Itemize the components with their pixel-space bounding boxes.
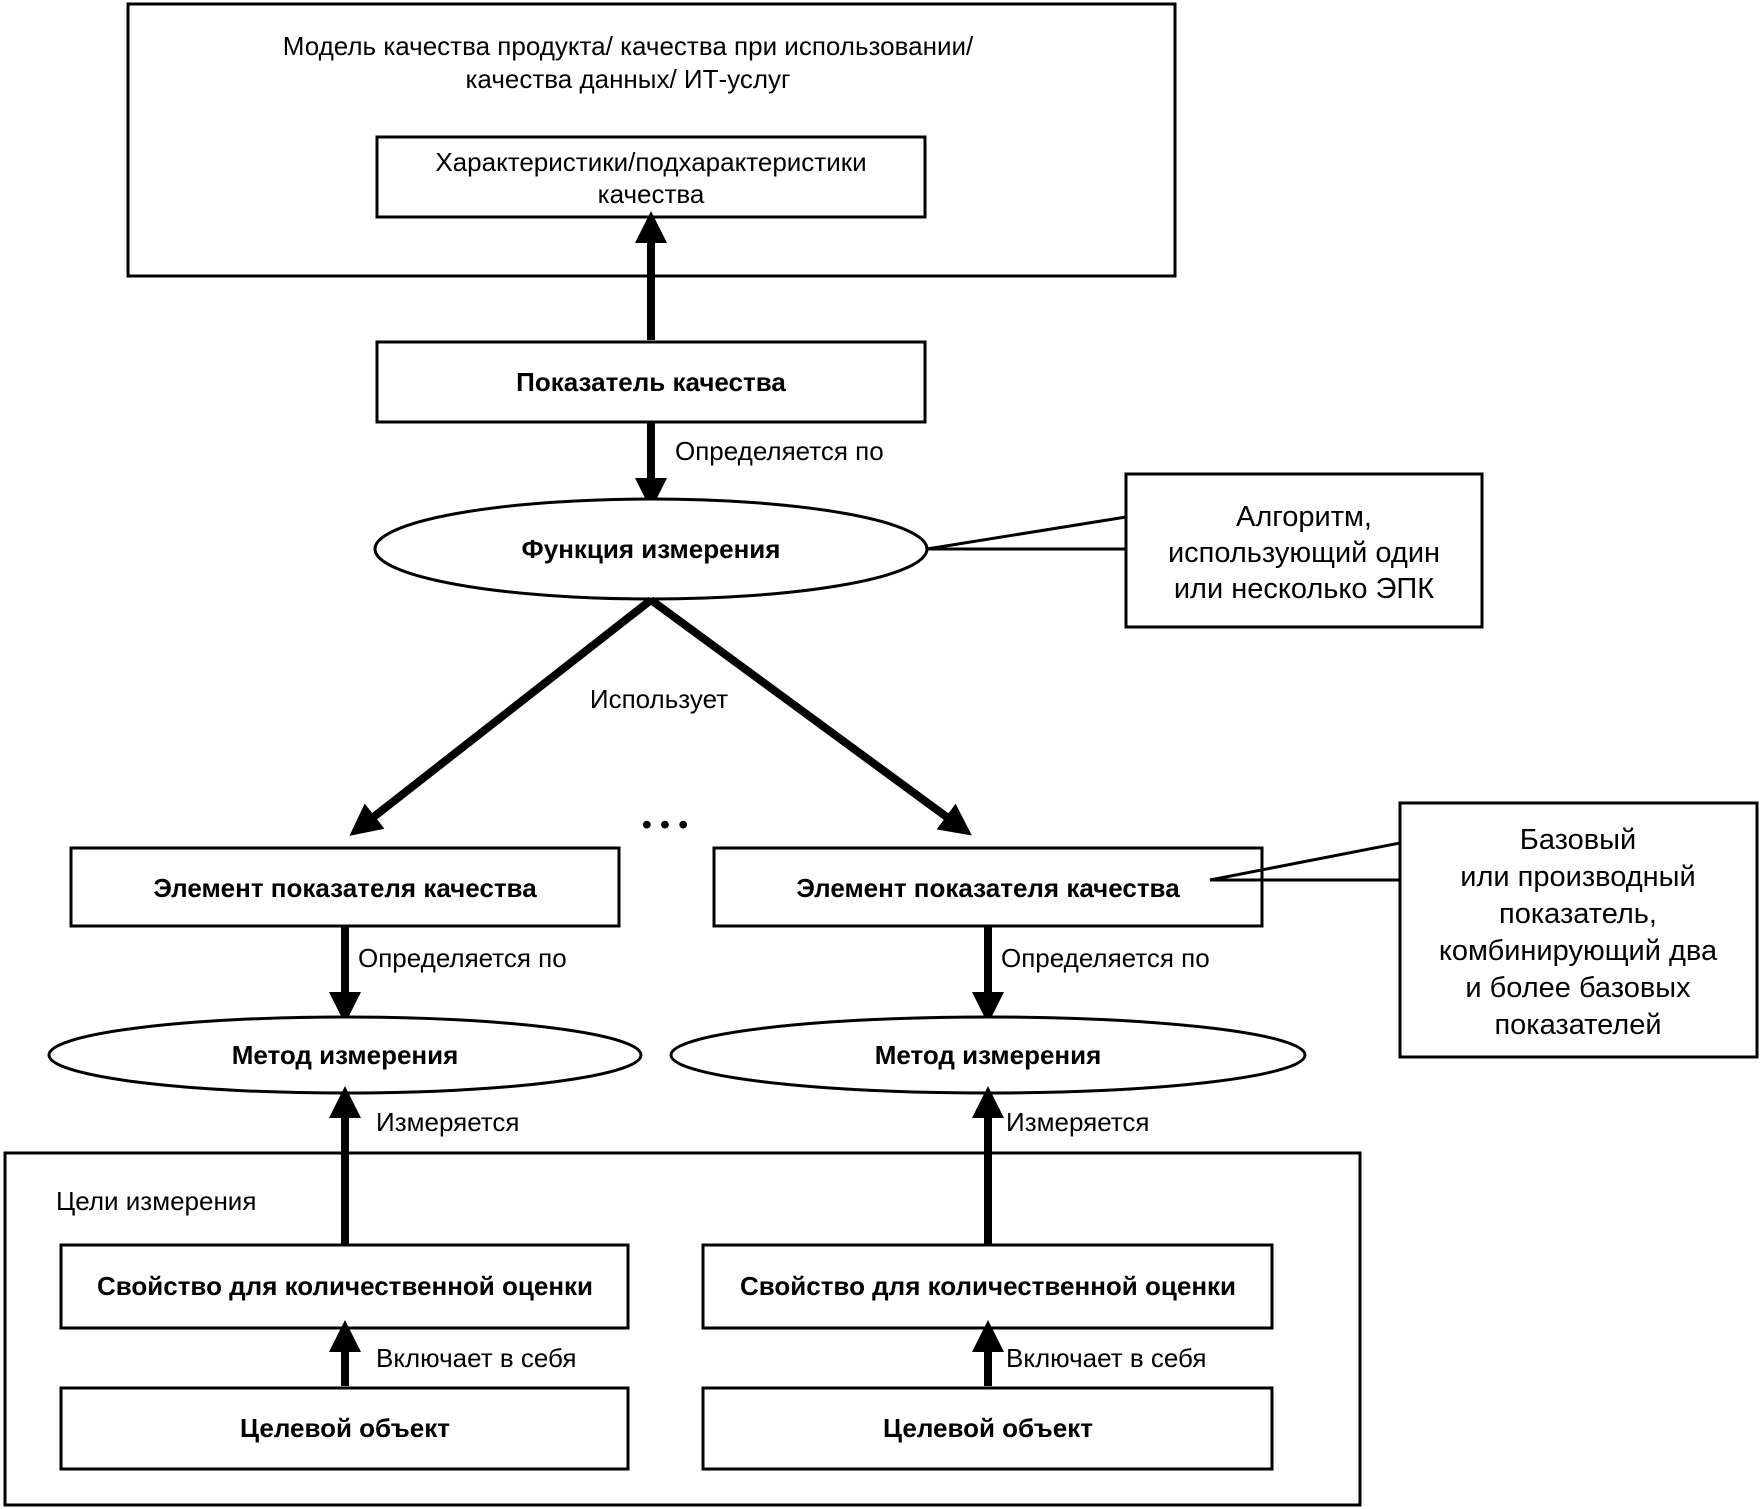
property-right-label: Свойство для количественной оценки xyxy=(740,1271,1236,1301)
measurement-method-left: Метод измерения xyxy=(47,1015,643,1095)
target-object-box-right: Целевой объект xyxy=(701,1386,1274,1471)
characteristics-line1: Характеристики/подхарактеристики xyxy=(435,147,866,177)
measurement-method-left-label: Метод измерения xyxy=(232,1040,459,1070)
measurement-goals-label: Цели измерения xyxy=(56,1186,256,1216)
measurement-function-ellipse: Функция измерения xyxy=(373,497,929,601)
measurement-method-right: Метод измерения xyxy=(669,1015,1307,1095)
quality-characteristics-box: Характеристики/подхарактеристики качеств… xyxy=(375,135,927,219)
callout-algorithm-line2: использующий один xyxy=(1168,537,1440,569)
quality-model-title-line2: качества данных/ ИТ-услуг xyxy=(465,64,790,94)
quality-measure-box: Показатель качества xyxy=(375,340,927,424)
callout-pointer-algorithm xyxy=(926,515,1127,551)
measurement-function-label: Функция измерения xyxy=(522,534,781,564)
quality-measure-label: Показатель качества xyxy=(516,367,786,397)
defined-by-label-left: Определяется по xyxy=(358,943,567,973)
includes-label-right: Включает в себя xyxy=(1006,1343,1206,1373)
callout-pointer-measure xyxy=(1209,841,1401,882)
measured-label-left: Измеряется xyxy=(376,1107,519,1137)
ellipsis: • • • xyxy=(642,809,689,841)
arrow-function-to-element-left xyxy=(349,596,654,836)
includes-label-left: Включает в себя xyxy=(376,1343,576,1373)
callout-measure-line2: или производный xyxy=(1460,861,1695,893)
callout-measure-line3: показатель, xyxy=(1499,898,1657,930)
target-object-right-label: Целевой объект xyxy=(883,1413,1093,1443)
target-object-left-label: Целевой объект xyxy=(240,1413,450,1443)
callout-algorithm-box: Алгоритм, использующий один или нескольк… xyxy=(1124,472,1484,629)
quality-measure-element-left: Элемент показателя качества xyxy=(69,846,621,928)
callout-measure-line5: и более базовых xyxy=(1465,972,1691,1004)
quality-measure-element-left-label: Элемент показателя качества xyxy=(153,873,537,903)
callout-measure-line6: показателей xyxy=(1494,1009,1661,1041)
quality-measure-element-right-label: Элемент показателя качества xyxy=(796,873,1180,903)
measurement-method-right-label: Метод измерения xyxy=(875,1040,1102,1070)
quality-model-title-line1: Модель качества продукта/ качества при и… xyxy=(283,31,974,61)
property-box-left: Свойство для количественной оценки xyxy=(59,1243,630,1330)
property-box-right: Свойство для количественной оценки xyxy=(701,1243,1274,1330)
callout-measure-box: Базовый или производный показатель, комб… xyxy=(1398,801,1759,1059)
measured-label-right: Измеряется xyxy=(1006,1107,1149,1137)
callout-algorithm-line1: Алгоритм, xyxy=(1236,501,1372,533)
target-object-box-left: Целевой объект xyxy=(59,1386,630,1471)
defined-by-label-right: Определяется по xyxy=(1001,943,1210,973)
callout-measure-line1: Базовый xyxy=(1520,824,1636,856)
defined-by-label-top: Определяется по xyxy=(675,436,884,466)
property-left-label: Свойство для количественной оценки xyxy=(97,1271,593,1301)
uses-label: Использует xyxy=(590,684,728,714)
arrow-function-to-element-right xyxy=(648,596,972,836)
callout-algorithm-line3: или несколько ЭПК xyxy=(1174,573,1434,605)
quality-measure-element-right: Элемент показателя качества xyxy=(712,846,1264,928)
callout-measure-line4: комбинирующий два xyxy=(1439,935,1718,967)
characteristics-line2: качества xyxy=(598,179,705,209)
